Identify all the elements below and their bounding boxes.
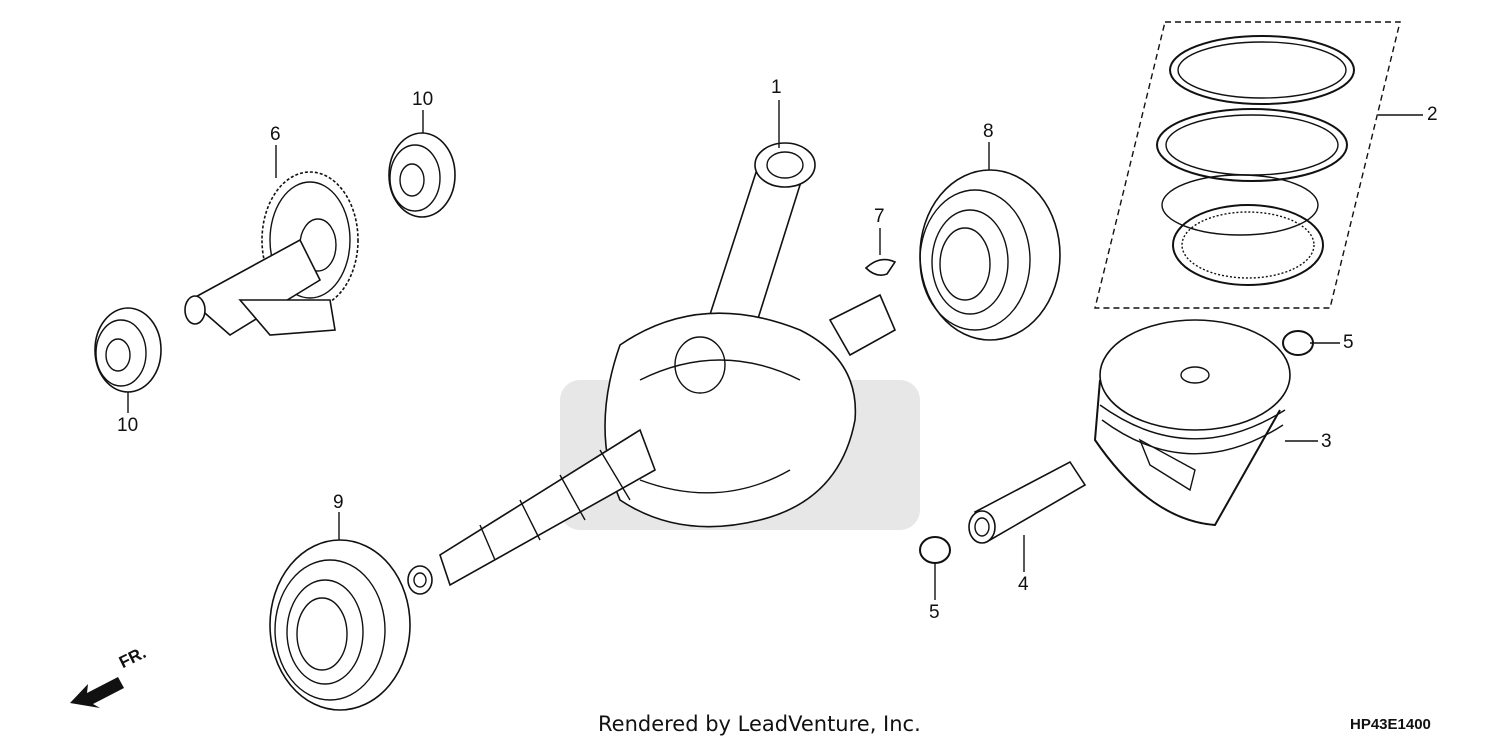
crankshaft-assembly (407, 142, 897, 595)
balancer-shaft-gear (184, 171, 359, 336)
bearing-left (269, 539, 411, 711)
callout-2: 2 (1427, 104, 1438, 125)
callout-6: 6 (270, 124, 281, 145)
piston (1093, 319, 1291, 527)
piston-pin-clip-left (919, 536, 951, 564)
callout-9: 9 (333, 492, 344, 513)
diagram-code: HP43E1400 (1350, 716, 1431, 733)
callout-7: 7 (874, 206, 885, 227)
leader-lines (127, 100, 1423, 600)
woodruff-key (864, 258, 897, 276)
callout-5-left: 5 (929, 602, 940, 623)
bearing-right (919, 169, 1061, 341)
piston-pin (968, 460, 1087, 544)
callout-3: 3 (1321, 431, 1332, 452)
piston-pin-clip-right (1282, 330, 1314, 356)
callout-1: 1 (771, 77, 782, 98)
front-direction-arrow (70, 677, 124, 708)
small-bearing-top (388, 132, 456, 218)
small-bearing-left (94, 307, 162, 393)
callout-10-top: 10 (412, 89, 434, 110)
callout-5-right: 5 (1343, 332, 1354, 353)
callout-4: 4 (1018, 574, 1029, 595)
footer-credit: Rendered by LeadVenture, Inc. (598, 712, 921, 736)
callout-8: 8 (983, 121, 994, 142)
callout-10-left: 10 (117, 415, 139, 436)
piston-ring-set (1094, 21, 1401, 309)
